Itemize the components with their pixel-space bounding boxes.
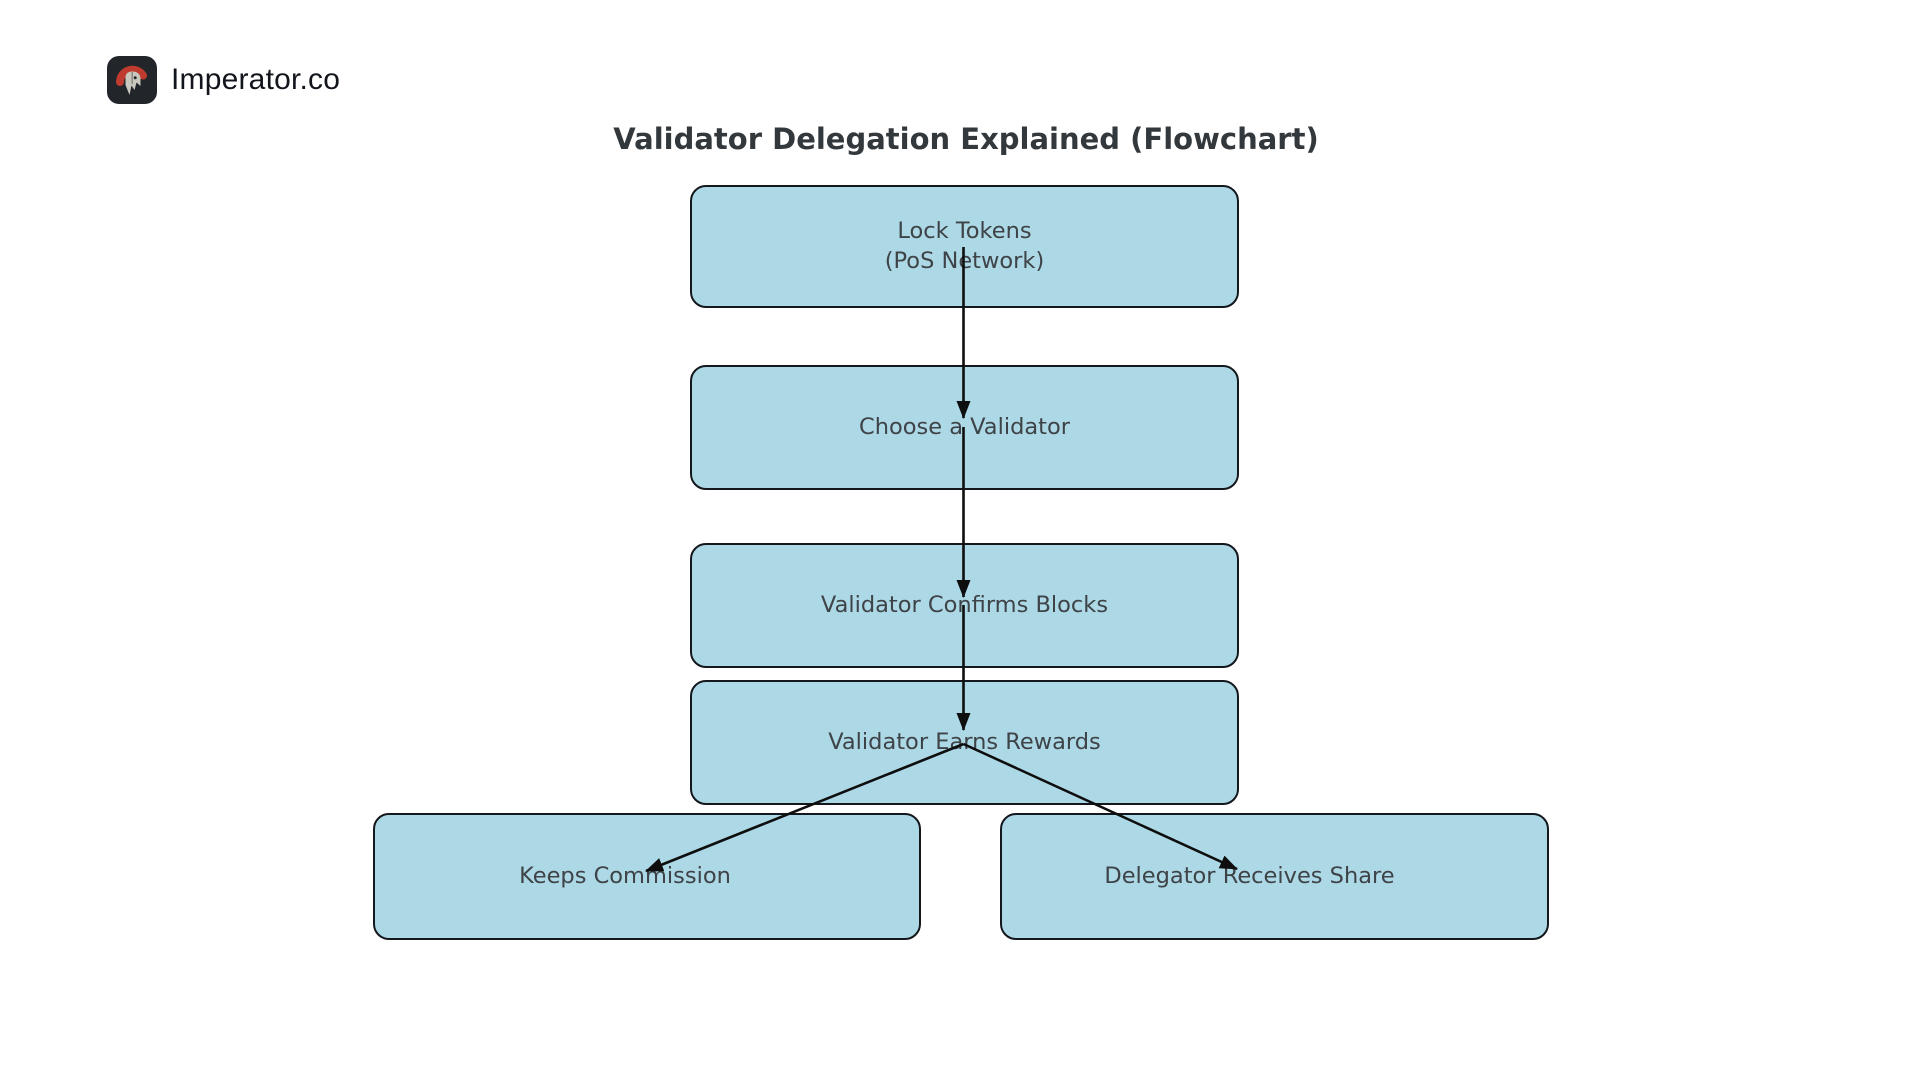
flow-node-choose-validator: Choose a Validator (690, 365, 1239, 490)
node-label: Validator Confirms Blocks (820, 591, 1109, 618)
brand-link[interactable]: Imperator.co (107, 56, 340, 104)
flow-node-delegator-receives-share: Delegator Receives Share (1000, 813, 1549, 940)
diagram-title: Validator Delegation Explained (Flowchar… (613, 122, 1319, 156)
node-label-line2: (PoS Network) (884, 247, 1045, 274)
node-label-line1: Lock Tokens (897, 217, 1032, 244)
flow-node-keeps-commission: Keeps Commission (373, 813, 921, 940)
flow-node-lock-tokens: Lock Tokens (PoS Network) (690, 185, 1239, 308)
node-label: Keeps Commission (519, 862, 731, 889)
flow-node-validator-earns-rewards: Validator Earns Rewards (690, 680, 1239, 805)
flow-node-validator-confirms-blocks: Validator Confirms Blocks (690, 543, 1239, 668)
node-label: Validator Earns Rewards (828, 728, 1101, 755)
brand-name: Imperator.co (171, 63, 341, 96)
node-label: Delegator Receives Share (1104, 862, 1395, 889)
spartan-helmet-icon (107, 56, 157, 104)
node-label: Choose a Validator (858, 413, 1070, 440)
